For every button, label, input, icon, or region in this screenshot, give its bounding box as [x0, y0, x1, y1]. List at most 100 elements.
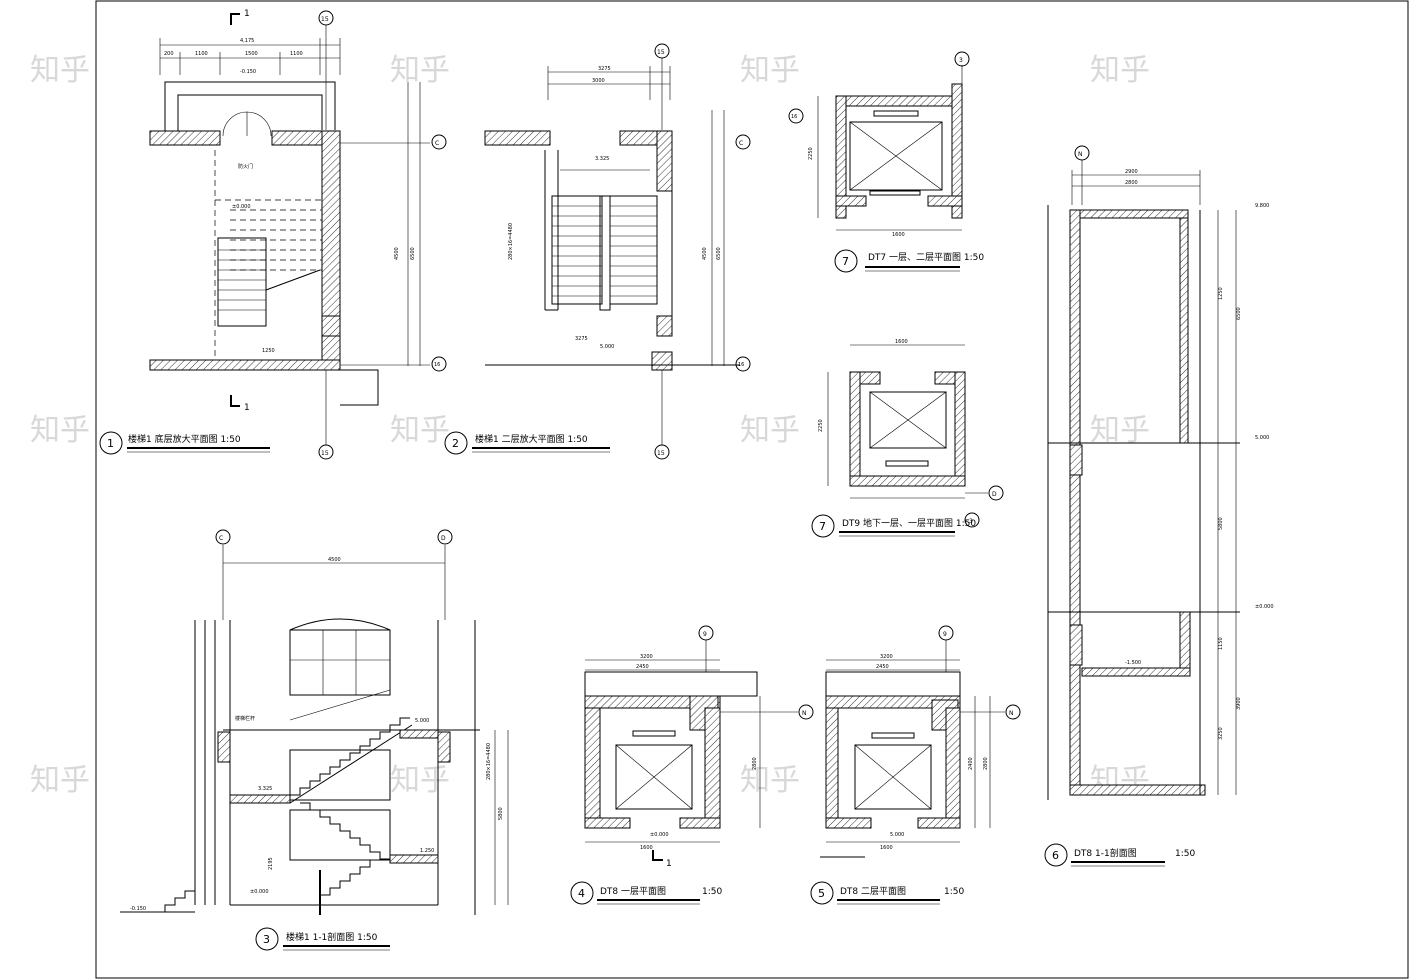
svg-text:1: 1 — [244, 9, 250, 19]
svg-text:±0.000: ±0.000 — [232, 204, 251, 210]
svg-text:±0.000: ±0.000 — [250, 889, 269, 895]
svg-text:1600: 1600 — [895, 339, 908, 345]
svg-text:知乎: 知乎 — [30, 413, 90, 448]
view-title-7b: 7 DT9 地下一层、一层平面图 1:50 — [811, 514, 976, 538]
svg-text:1: 1 — [244, 403, 250, 413]
svg-text:1100: 1100 — [195, 51, 208, 57]
stair1-section: C D 4500 楼梯栏杆 3.325 5.000 ±0.000 — [120, 529, 509, 915]
svg-text:±0.000: ±0.000 — [650, 832, 669, 838]
svg-text:16: 16 — [434, 362, 440, 368]
svg-text:±0.000: ±0.000 — [1255, 604, 1274, 610]
svg-text:楼梯1 二层放大平面图 1:50: 楼梯1 二层放大平面图 1:50 — [475, 433, 588, 445]
svg-text:4500: 4500 — [702, 247, 708, 260]
svg-text:D: D — [992, 491, 997, 498]
view-title-2: 2 楼梯1 二层放大平面图 1:50 — [444, 431, 610, 455]
svg-text:C: C — [739, 140, 743, 147]
svg-text:1250: 1250 — [1218, 287, 1224, 300]
dt8-section: 2900 2800 N 1250 5800 6500 1150 3250 390… — [1047, 145, 1274, 800]
svg-text:1600: 1600 — [640, 845, 653, 851]
svg-text:1.250: 1.250 — [420, 848, 434, 854]
svg-text:N: N — [802, 710, 807, 717]
svg-text:4,175: 4,175 — [240, 38, 254, 44]
svg-text:280×16=4480: 280×16=4480 — [508, 223, 514, 260]
svg-text:6500: 6500 — [716, 247, 722, 260]
svg-text:1:50: 1:50 — [702, 887, 722, 897]
dt9-elevator-plan: 1600 2250 D 3 — [818, 339, 1004, 528]
svg-text:2250: 2250 — [808, 147, 814, 160]
svg-text:15: 15 — [321, 16, 329, 23]
svg-text:1:50: 1:50 — [1175, 849, 1195, 859]
svg-text:2195: 2195 — [268, 857, 274, 870]
svg-text:6: 6 — [1052, 849, 1059, 862]
svg-text:6500: 6500 — [1236, 307, 1242, 320]
svg-text:200: 200 — [164, 51, 174, 57]
svg-text:知乎: 知乎 — [30, 53, 90, 88]
svg-text:3.325: 3.325 — [258, 786, 272, 792]
svg-text:知乎: 知乎 — [740, 53, 800, 88]
svg-text:知乎: 知乎 — [390, 413, 450, 448]
svg-text:6500: 6500 — [410, 247, 416, 260]
view-title-7a: 7 DT7 一层、二层平面图 1:50 — [834, 249, 984, 273]
svg-text:4: 4 — [578, 887, 585, 900]
svg-text:C: C — [219, 535, 223, 542]
svg-text:9: 9 — [703, 631, 707, 638]
svg-text:2250: 2250 — [818, 419, 824, 432]
svg-text:3200: 3200 — [640, 654, 653, 660]
dt7-elevator-plan: 3 16 2250 1600 — [788, 51, 970, 238]
svg-text:2800: 2800 — [983, 757, 989, 770]
svg-text:3: 3 — [969, 518, 973, 525]
svg-text:16: 16 — [791, 114, 797, 120]
view-title-3: 3 楼梯1 1-1剖面图 1:50 — [255, 927, 390, 951]
svg-text:16: 16 — [738, 362, 744, 368]
view-title-5: 5 DT8 二层平面图 1:50 — [810, 881, 964, 905]
svg-text:N: N — [1009, 710, 1014, 717]
view-title-4: 4 DT8 一层平面图 1:50 — [570, 881, 722, 905]
svg-text:5.000: 5.000 — [1255, 435, 1269, 441]
svg-text:2400: 2400 — [968, 757, 974, 770]
svg-text:1:50: 1:50 — [944, 887, 964, 897]
svg-text:15: 15 — [657, 450, 665, 457]
svg-text:-0.150: -0.150 — [240, 69, 256, 75]
svg-text:1600: 1600 — [880, 845, 893, 851]
svg-text:1500: 1500 — [245, 51, 258, 57]
svg-text:1250: 1250 — [262, 348, 275, 354]
svg-text:防火门: 防火门 — [238, 163, 253, 170]
svg-text:5800: 5800 — [498, 807, 504, 820]
svg-text:3: 3 — [263, 933, 270, 946]
watermark-layer: 知乎 知乎 知乎 知乎 知乎 知乎 知乎 知乎 知乎 知乎 知乎 知乎 — [30, 53, 1150, 798]
svg-text:3250: 3250 — [1218, 727, 1224, 740]
svg-text:5.000: 5.000 — [890, 832, 904, 838]
svg-text:DT9 地下一层、一层平面图 1:50: DT9 地下一层、一层平面图 1:50 — [842, 517, 976, 529]
svg-text:2800: 2800 — [752, 757, 758, 770]
svg-text:7: 7 — [819, 520, 826, 533]
svg-text:5800: 5800 — [1218, 517, 1224, 530]
view-title-6: 6 DT8 1-1剖面图 1:50 — [1044, 843, 1195, 867]
svg-text:15: 15 — [321, 450, 329, 457]
svg-text:-0.150: -0.150 — [130, 906, 146, 912]
svg-text:280×16=4480: 280×16=4480 — [486, 743, 492, 780]
svg-text:DT8 二层平面图: DT8 二层平面图 — [840, 886, 906, 897]
svg-text:7: 7 — [842, 255, 849, 268]
svg-text:1: 1 — [666, 859, 672, 869]
svg-text:1: 1 — [107, 437, 114, 450]
svg-text:1100: 1100 — [290, 51, 303, 57]
svg-text:9.800: 9.800 — [1255, 203, 1269, 209]
svg-text:5.000: 5.000 — [415, 718, 429, 724]
stair1-second-floor-plan: 3275 3000 3.325 3275 — [484, 43, 751, 460]
svg-text:知乎: 知乎 — [390, 763, 450, 798]
view-title-1: 1 楼梯1 底层放大平面图 1:50 — [99, 431, 270, 455]
svg-text:知乎: 知乎 — [740, 413, 800, 448]
svg-text:知乎: 知乎 — [740, 763, 800, 798]
dt8-first-floor-plan: 9 3200 2450 2800 N 1600 ±0.000 1 — [584, 625, 814, 869]
svg-text:3200: 3200 — [880, 654, 893, 660]
svg-text:D: D — [441, 535, 446, 542]
svg-text:N: N — [1078, 151, 1083, 158]
svg-text:2450: 2450 — [636, 664, 649, 670]
svg-text:3: 3 — [959, 57, 963, 64]
svg-text:9: 9 — [943, 631, 947, 638]
dt8-second-floor-plan: 9 3200 2450 2400 2800 N 1600 5.000 — [820, 625, 1021, 858]
svg-text:3900: 3900 — [1236, 697, 1242, 710]
svg-text:3.325: 3.325 — [595, 156, 609, 162]
svg-text:楼梯栏杆: 楼梯栏杆 — [235, 715, 255, 722]
